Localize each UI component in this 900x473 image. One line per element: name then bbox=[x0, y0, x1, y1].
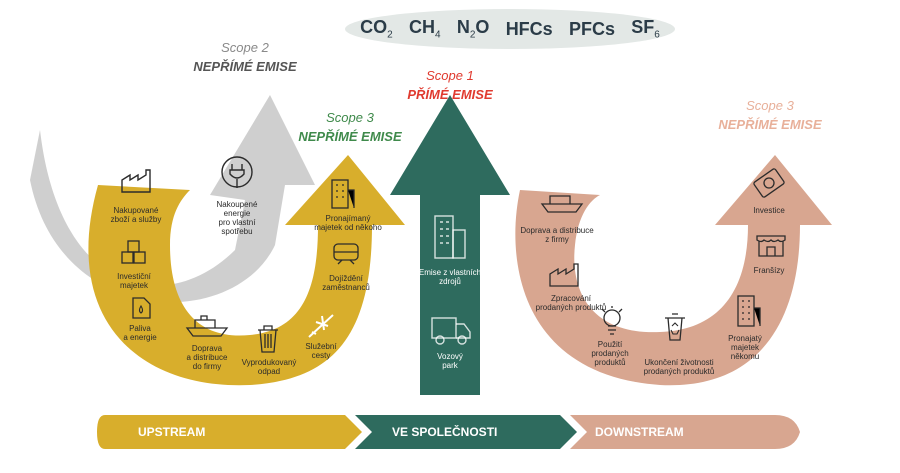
label-leased-assets-down: Pronajatý majetek někomu bbox=[728, 334, 762, 361]
money-icon bbox=[753, 168, 785, 198]
scope2-heading: Scope 2 NEPŘÍMÉ EMISE bbox=[190, 40, 300, 74]
label-own-sources: Emise z vlastních zdrojů bbox=[418, 268, 482, 286]
storefront-icon bbox=[756, 235, 786, 257]
scope1-label: Scope 1 bbox=[426, 68, 474, 83]
gas-co2: CO2 bbox=[360, 17, 393, 41]
company-bar-label: VE SPOLEČNOSTI bbox=[392, 425, 498, 439]
greenhouse-gases: CO2 CH4 N2O HFCs PFCs SF6 bbox=[352, 10, 668, 48]
gas-sf6: SF6 bbox=[631, 17, 660, 41]
gas-hfcs: HFCs bbox=[505, 18, 553, 39]
factory-icon bbox=[121, 169, 151, 193]
gases-cloud bbox=[345, 9, 675, 49]
scope1-heading: Scope 1 PŘÍMÉ EMISE bbox=[400, 68, 500, 102]
crates-icon bbox=[121, 240, 146, 264]
leased-building-icon bbox=[737, 295, 761, 327]
label-investments: Investice bbox=[753, 206, 785, 215]
scope2-kind: NEPŘÍMÉ EMISE bbox=[193, 59, 297, 74]
cargo-ship-icon bbox=[540, 195, 584, 213]
label-capital-goods: Investiční majetek bbox=[117, 272, 151, 290]
scope1-kind: PŘÍMÉ EMISE bbox=[407, 87, 493, 102]
scope2-label: Scope 2 bbox=[221, 40, 269, 55]
scope3-up-label: Scope 3 bbox=[326, 110, 374, 125]
processing-factory-icon bbox=[549, 263, 579, 287]
scope3-up-heading: Scope 3 NEPŘÍMÉ EMISE bbox=[290, 110, 410, 144]
label-use-of-products: Použití prodaných produktů bbox=[591, 340, 629, 367]
label-purchased-energy: Nakoupené energie pro vlastní spotřebu bbox=[216, 200, 258, 236]
fuel-can-icon bbox=[132, 297, 151, 319]
upstream-arrow bbox=[88, 155, 405, 386]
label-commuting: Dojíždění zaměstnanců bbox=[322, 274, 370, 292]
company-bar bbox=[355, 415, 577, 449]
gas-pfcs: PFCs bbox=[568, 18, 615, 39]
label-franchises: Franšízy bbox=[753, 266, 785, 275]
scope3-down-label: Scope 3 bbox=[746, 98, 794, 113]
truck-icon bbox=[431, 317, 471, 345]
company-arrow bbox=[390, 95, 510, 395]
lightbulb-icon bbox=[601, 306, 623, 335]
label-purchased-goods: Nakupované zboží a služby bbox=[110, 206, 162, 224]
downstream-bar bbox=[570, 415, 800, 449]
scope3-down-heading: Scope 3 NEPŘÍMÉ EMISE bbox=[705, 98, 835, 132]
label-processing: Zpracování prodaných produktů bbox=[535, 294, 607, 312]
airplane-icon bbox=[308, 314, 334, 338]
label-business-travel: Služební cesty bbox=[305, 342, 337, 360]
gas-ch4: CH4 bbox=[408, 17, 441, 41]
label-fuels: Paliva a energie bbox=[123, 324, 157, 342]
trash-icon bbox=[258, 325, 278, 353]
label-upstream-transport: Doprava a distribuce do firmy bbox=[186, 344, 228, 371]
recycle-bin-icon bbox=[665, 313, 685, 341]
upstream-bar-label: UPSTREAM bbox=[138, 425, 206, 439]
label-waste: Vyprodukovaný odpad bbox=[241, 358, 297, 376]
label-leased-assets-up: Pronajímaný majetek od někoho bbox=[314, 214, 382, 232]
upstream-bar bbox=[97, 415, 362, 449]
company-building-icon bbox=[434, 215, 466, 259]
label-end-of-life: Ukončení životnosti prodaných produktů bbox=[643, 358, 715, 376]
label-fleet: Vozový park bbox=[437, 352, 463, 370]
downstream-arrow bbox=[515, 155, 832, 386]
downstream-bar-label: DOWNSTREAM bbox=[595, 425, 684, 439]
scope3-up-kind: NEPŘÍMÉ EMISE bbox=[298, 129, 402, 144]
label-downstream-transport: Doprava a distribuce z firmy bbox=[520, 226, 594, 244]
scope3-down-kind: NEPŘÍMÉ EMISE bbox=[718, 117, 822, 132]
building-icon bbox=[331, 179, 355, 209]
scope2-arrow bbox=[30, 95, 315, 303]
train-icon bbox=[333, 243, 359, 265]
plug-icon bbox=[221, 156, 253, 188]
ship-icon bbox=[185, 315, 229, 337]
gas-n2o: N2O bbox=[456, 17, 490, 41]
